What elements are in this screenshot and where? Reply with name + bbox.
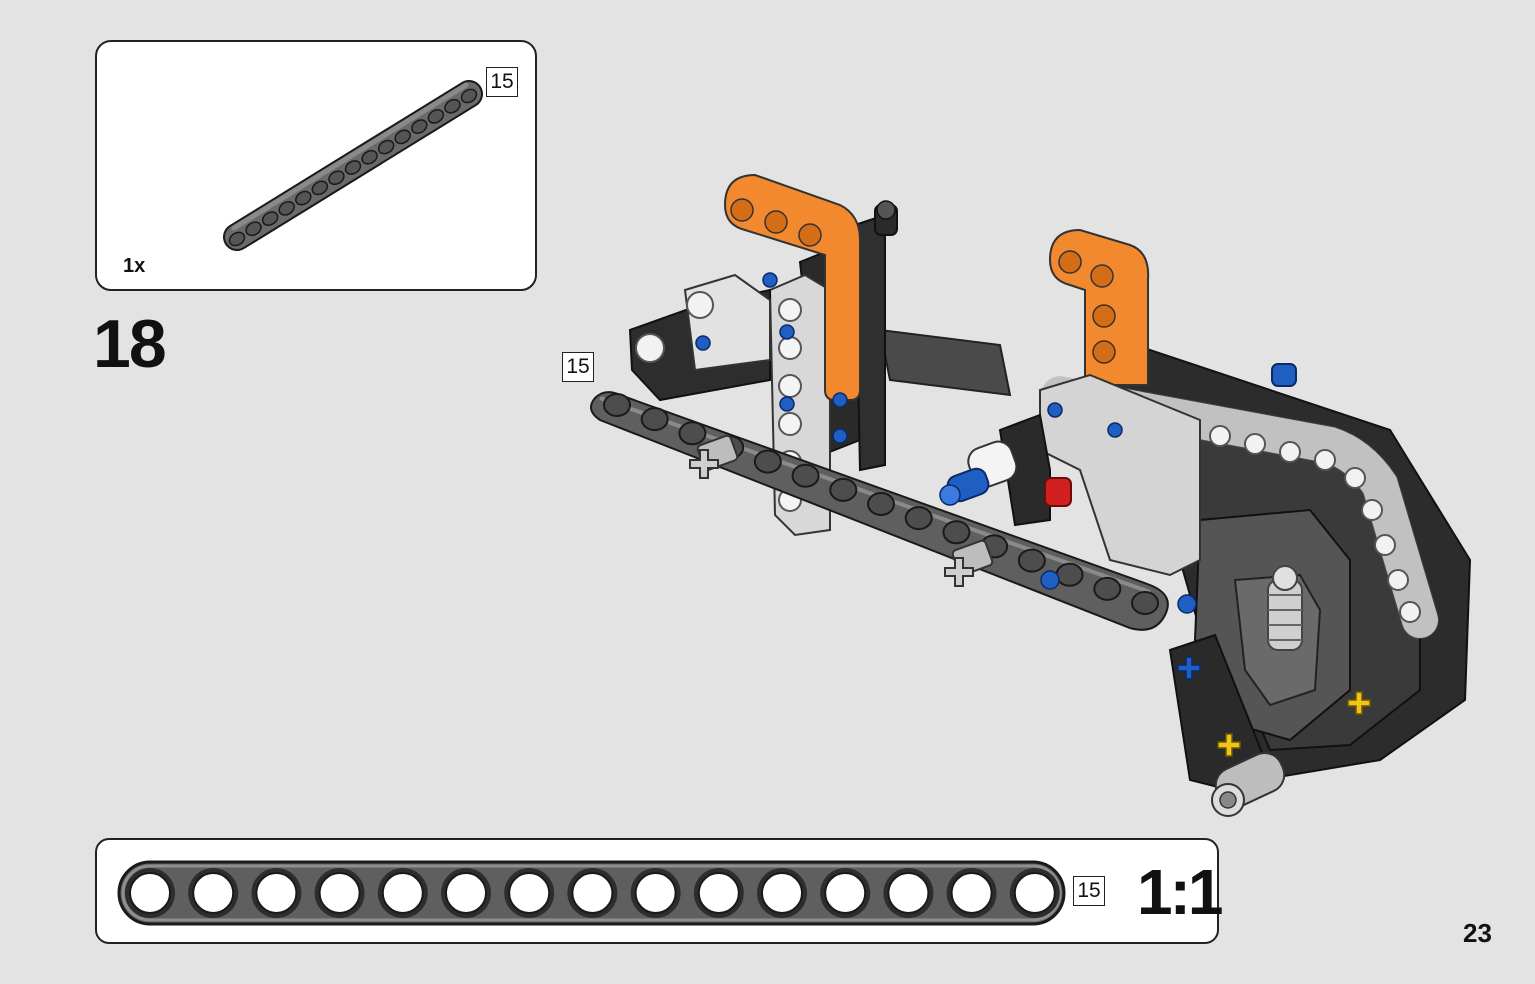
parts-callout: 15 1x: [95, 40, 537, 291]
technic-beam-15-icon: [223, 80, 483, 251]
ruler-callout: 15 1:1: [95, 838, 1223, 944]
model-length-badge: 15: [562, 352, 594, 382]
step-number: 18: [93, 306, 167, 382]
part-quantity: 1x: [123, 255, 146, 277]
page-number: 23: [1463, 918, 1492, 948]
part-length-badge: 15: [486, 67, 518, 97]
scale-label: 1:1: [1137, 856, 1223, 928]
ruler-beam-icon: [117, 860, 1066, 926]
ruler-length-badge: 15: [1073, 876, 1105, 906]
